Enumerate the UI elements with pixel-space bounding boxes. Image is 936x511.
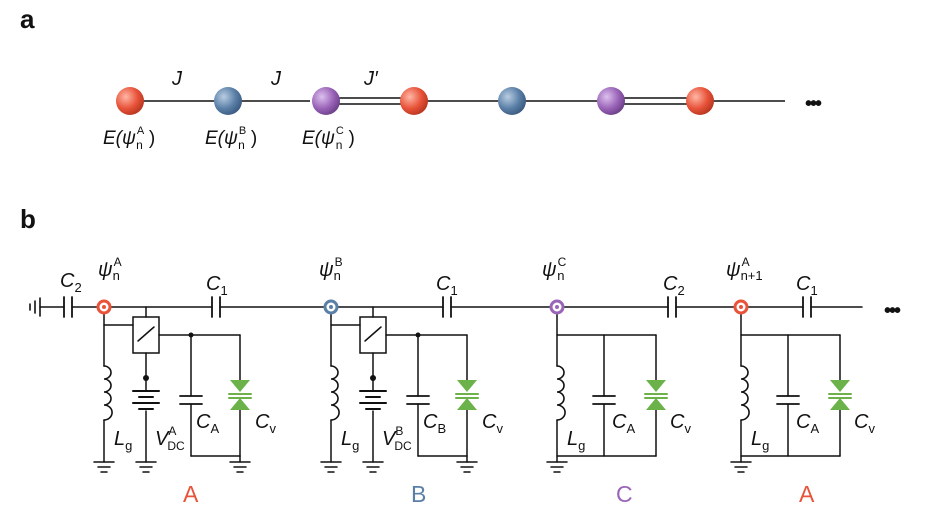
capacitor-label: CB (423, 411, 446, 436)
unit-cell-a-next: Lg CA Cv A (730, 306, 875, 507)
site-a-sphere (400, 87, 428, 115)
inductor-label: Lg (341, 428, 359, 453)
varactor-icon (455, 380, 479, 410)
capacitor-icon (776, 395, 800, 405)
junction-dot (415, 332, 421, 338)
varactor-icon (228, 380, 252, 410)
inductor-icon (740, 365, 750, 421)
inductor-label: Lg (567, 428, 585, 453)
node-a-next-center (739, 305, 743, 309)
inductor-icon (556, 365, 566, 421)
panel-label-a: a (20, 4, 35, 34)
unit-cell-c: Lg CA Cv C (546, 306, 691, 507)
varactor-label: Cv (482, 411, 503, 436)
site-label-a: A (183, 481, 199, 507)
capacitor-icon (179, 395, 203, 405)
varactor-icon (828, 380, 852, 410)
capacitor-label-c1: C1 (796, 273, 818, 298)
varactor-label: Cv (670, 411, 691, 436)
capacitor-label: CA (796, 411, 819, 436)
varactor-icon (644, 380, 668, 410)
junction-dot (370, 375, 376, 381)
panel-label-b: b (20, 204, 36, 234)
junction-dot (143, 375, 149, 381)
top-capacitor-icons (63, 296, 812, 318)
capacitor-label-c2: C2 (663, 273, 685, 298)
site-label-c: C (616, 481, 633, 507)
capacitor-label-c1: C1 (436, 273, 458, 298)
capacitor-icon (406, 395, 430, 405)
ground-icon (320, 455, 478, 473)
node-markers (96, 299, 749, 315)
capacitor-label-c1: C1 (206, 273, 228, 298)
junction-dot (188, 332, 194, 338)
left-ground-icon (29, 297, 41, 317)
coupling-label-j: J (270, 68, 282, 90)
site-a-sphere (686, 87, 714, 115)
node-a-center (102, 305, 106, 309)
varactor-label: Cv (854, 411, 875, 436)
site-b-sphere (214, 87, 242, 115)
site-c-sphere (597, 87, 625, 115)
inductor-label: Lg (751, 428, 769, 453)
site-c-sphere (312, 87, 340, 115)
ground-icon (730, 461, 752, 473)
capacitor-label: CA (196, 411, 219, 436)
coupling-label-j-prime: J′ (363, 68, 379, 90)
varactor-label: Cv (255, 411, 276, 436)
site-label-b: B (411, 481, 426, 507)
site-label-a-next: A (799, 481, 815, 507)
dc-source-icon (359, 390, 387, 410)
inductor-icon (330, 365, 340, 421)
ground-icon (93, 455, 251, 473)
chain-ellipsis: ••• (805, 93, 822, 115)
circuit-ellipsis: ••• (884, 300, 901, 322)
node-b-center (329, 305, 333, 309)
site-b-sphere (498, 87, 526, 115)
dc-source-icon (132, 390, 160, 410)
inductor-label: Lg (114, 428, 132, 453)
node-c-center (555, 305, 559, 309)
coupling-label-j: J (171, 68, 183, 90)
capacitor-label: CA (612, 411, 635, 436)
capacitor-label-c2: C2 (60, 270, 82, 295)
site-a-sphere (116, 87, 144, 115)
inductor-icon (103, 365, 113, 421)
capacitor-icon (592, 395, 616, 405)
ground-icon (546, 461, 568, 473)
